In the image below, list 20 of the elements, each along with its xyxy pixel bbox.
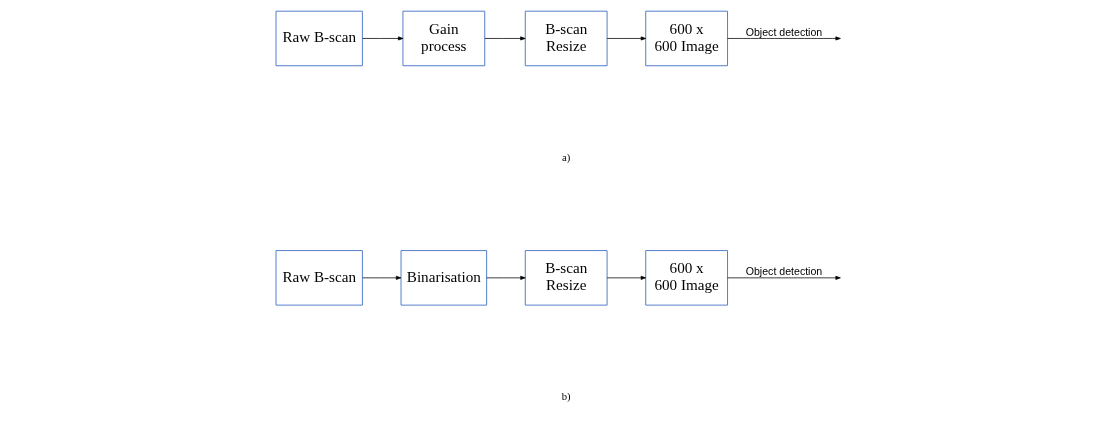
node-box: B-scan Resize bbox=[524, 250, 608, 306]
node-box: B-scan Resize bbox=[524, 10, 608, 67]
edge-label: Object detection bbox=[745, 264, 822, 277]
edge-label: Object detection bbox=[745, 25, 822, 38]
node-box: Gain process bbox=[401, 10, 485, 67]
arrow bbox=[606, 275, 646, 280]
node-box: Raw B-scan bbox=[275, 10, 363, 67]
arrow bbox=[483, 36, 526, 41]
arrow bbox=[486, 275, 526, 280]
arrow bbox=[726, 36, 841, 41]
node-box: Raw B-scan bbox=[275, 250, 363, 306]
arrow bbox=[606, 36, 646, 41]
node-box: 600 x 600 Image bbox=[644, 10, 728, 67]
arrow bbox=[726, 275, 841, 280]
arrow bbox=[361, 36, 403, 41]
label: b) bbox=[561, 391, 571, 403]
node-box: Binarisation bbox=[400, 250, 487, 306]
node-box: 600 x 600 Image bbox=[644, 250, 728, 306]
label: a) bbox=[561, 151, 570, 163]
arrow bbox=[361, 275, 401, 280]
